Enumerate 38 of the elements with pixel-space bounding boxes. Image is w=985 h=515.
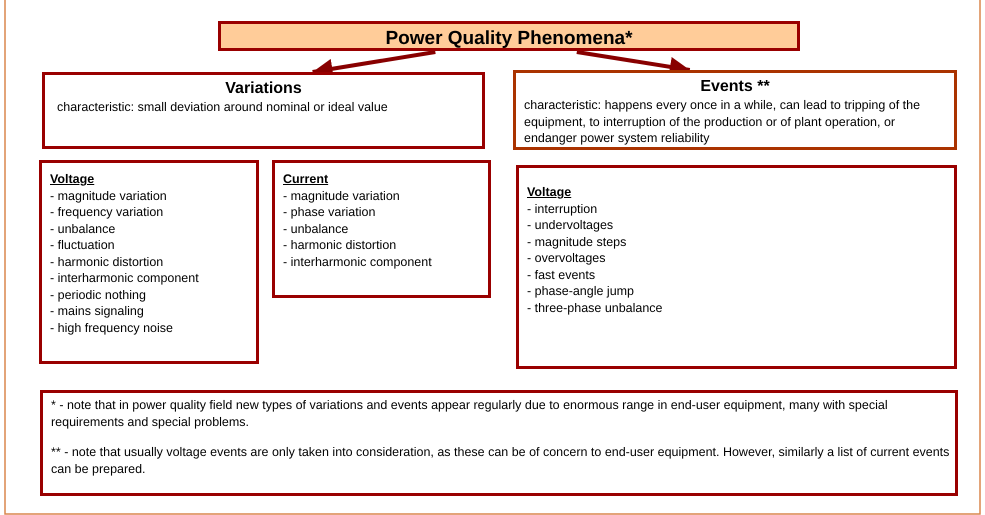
list-item: - overvoltages: [527, 250, 606, 266]
list-item: - three-phase unbalance: [527, 300, 663, 316]
list-item: - phase-angle jump: [527, 283, 634, 300]
list-box: [39, 160, 259, 364]
list-item: - undervoltages: [527, 217, 614, 234]
list-item: - high frequency noise: [50, 320, 173, 336]
list-box: [272, 160, 491, 298]
list-item: - harmonic distortion: [50, 254, 164, 270]
list-item: - interharmonic component: [283, 254, 432, 270]
category-box: [513, 70, 957, 150]
list-item: - magnitude variation: [283, 188, 400, 204]
characteristic-text: characteristic: small deviation around nominal or ideal value: [57, 99, 389, 116]
list-item: - fast events: [527, 266, 596, 283]
list-heading: Voltage: [50, 171, 94, 188]
note-box: [40, 390, 958, 496]
category-heading: Events **: [699, 77, 771, 97]
category-heading: Variations: [224, 79, 303, 99]
characteristic-text: characteristic: happens every once in a while, can lead to tripping of the equipment, to interruption of the production or of plant operation, or endanger power system reliability: [524, 97, 922, 146]
list-item: - frequency variation: [50, 204, 164, 220]
list-item: - periodic nothing: [50, 286, 146, 303]
title-box: [218, 21, 800, 51]
list-item: - interharmonic component: [50, 270, 199, 286]
list-heading: Voltage: [527, 184, 572, 200]
list-item: - phase variation: [283, 204, 376, 220]
node-title: Power Quality Phenomena*: [384, 28, 634, 50]
list-item: - harmonic distortion: [283, 237, 396, 254]
list-box: [516, 165, 957, 369]
category-box: [42, 72, 485, 149]
footnote-text: ** - note that usually voltage events are only taken into consideration, as these can be of concern to end-user equipment. However, similarly a list of current events can be prepared.: [51, 444, 950, 477]
footnote-text: * - note that in power quality field new types of variations and events appear regularly due to enormous range in end-user equipment, many with special requirements and special problems.: [51, 397, 889, 430]
list-item: - mains signaling: [50, 303, 144, 320]
list-item: - fluctuation: [50, 237, 115, 254]
list-item: - interruption: [527, 200, 598, 217]
list-item: - magnitude steps: [527, 234, 626, 250]
list-item: - unbalance: [50, 220, 116, 237]
list-item: - unbalance: [283, 220, 348, 237]
list-heading: Current: [283, 171, 328, 188]
list-item: - magnitude variation: [50, 188, 167, 204]
